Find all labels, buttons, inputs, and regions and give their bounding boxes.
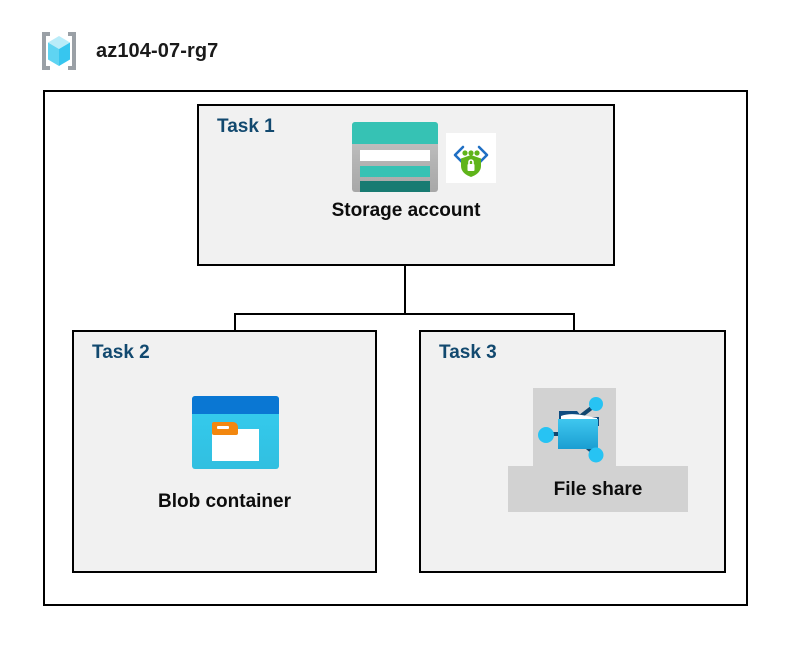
resource-group-header: az104-07-rg7 bbox=[36, 28, 218, 74]
file-share-icon bbox=[537, 392, 611, 464]
file-share-label-highlight bbox=[508, 466, 688, 512]
resource-group-icon bbox=[36, 28, 82, 74]
task-label-task3: Task 3 bbox=[439, 342, 497, 363]
task-label-task1: Task 1 bbox=[217, 116, 275, 137]
connector-storage-to-bus bbox=[404, 232, 406, 314]
blob-container-icon bbox=[192, 396, 279, 469]
security-lock-icon bbox=[446, 133, 496, 183]
storage-account-icon bbox=[352, 122, 438, 192]
node-label-storage-account: Storage account bbox=[331, 200, 481, 221]
connector-branch-bus bbox=[234, 313, 575, 315]
resource-group-title: az104-07-rg7 bbox=[96, 39, 219, 62]
node-label-blob-container: Blob container bbox=[157, 491, 291, 512]
node-label-file-share: File share bbox=[553, 479, 643, 500]
task-label-task2: Task 2 bbox=[92, 342, 150, 363]
